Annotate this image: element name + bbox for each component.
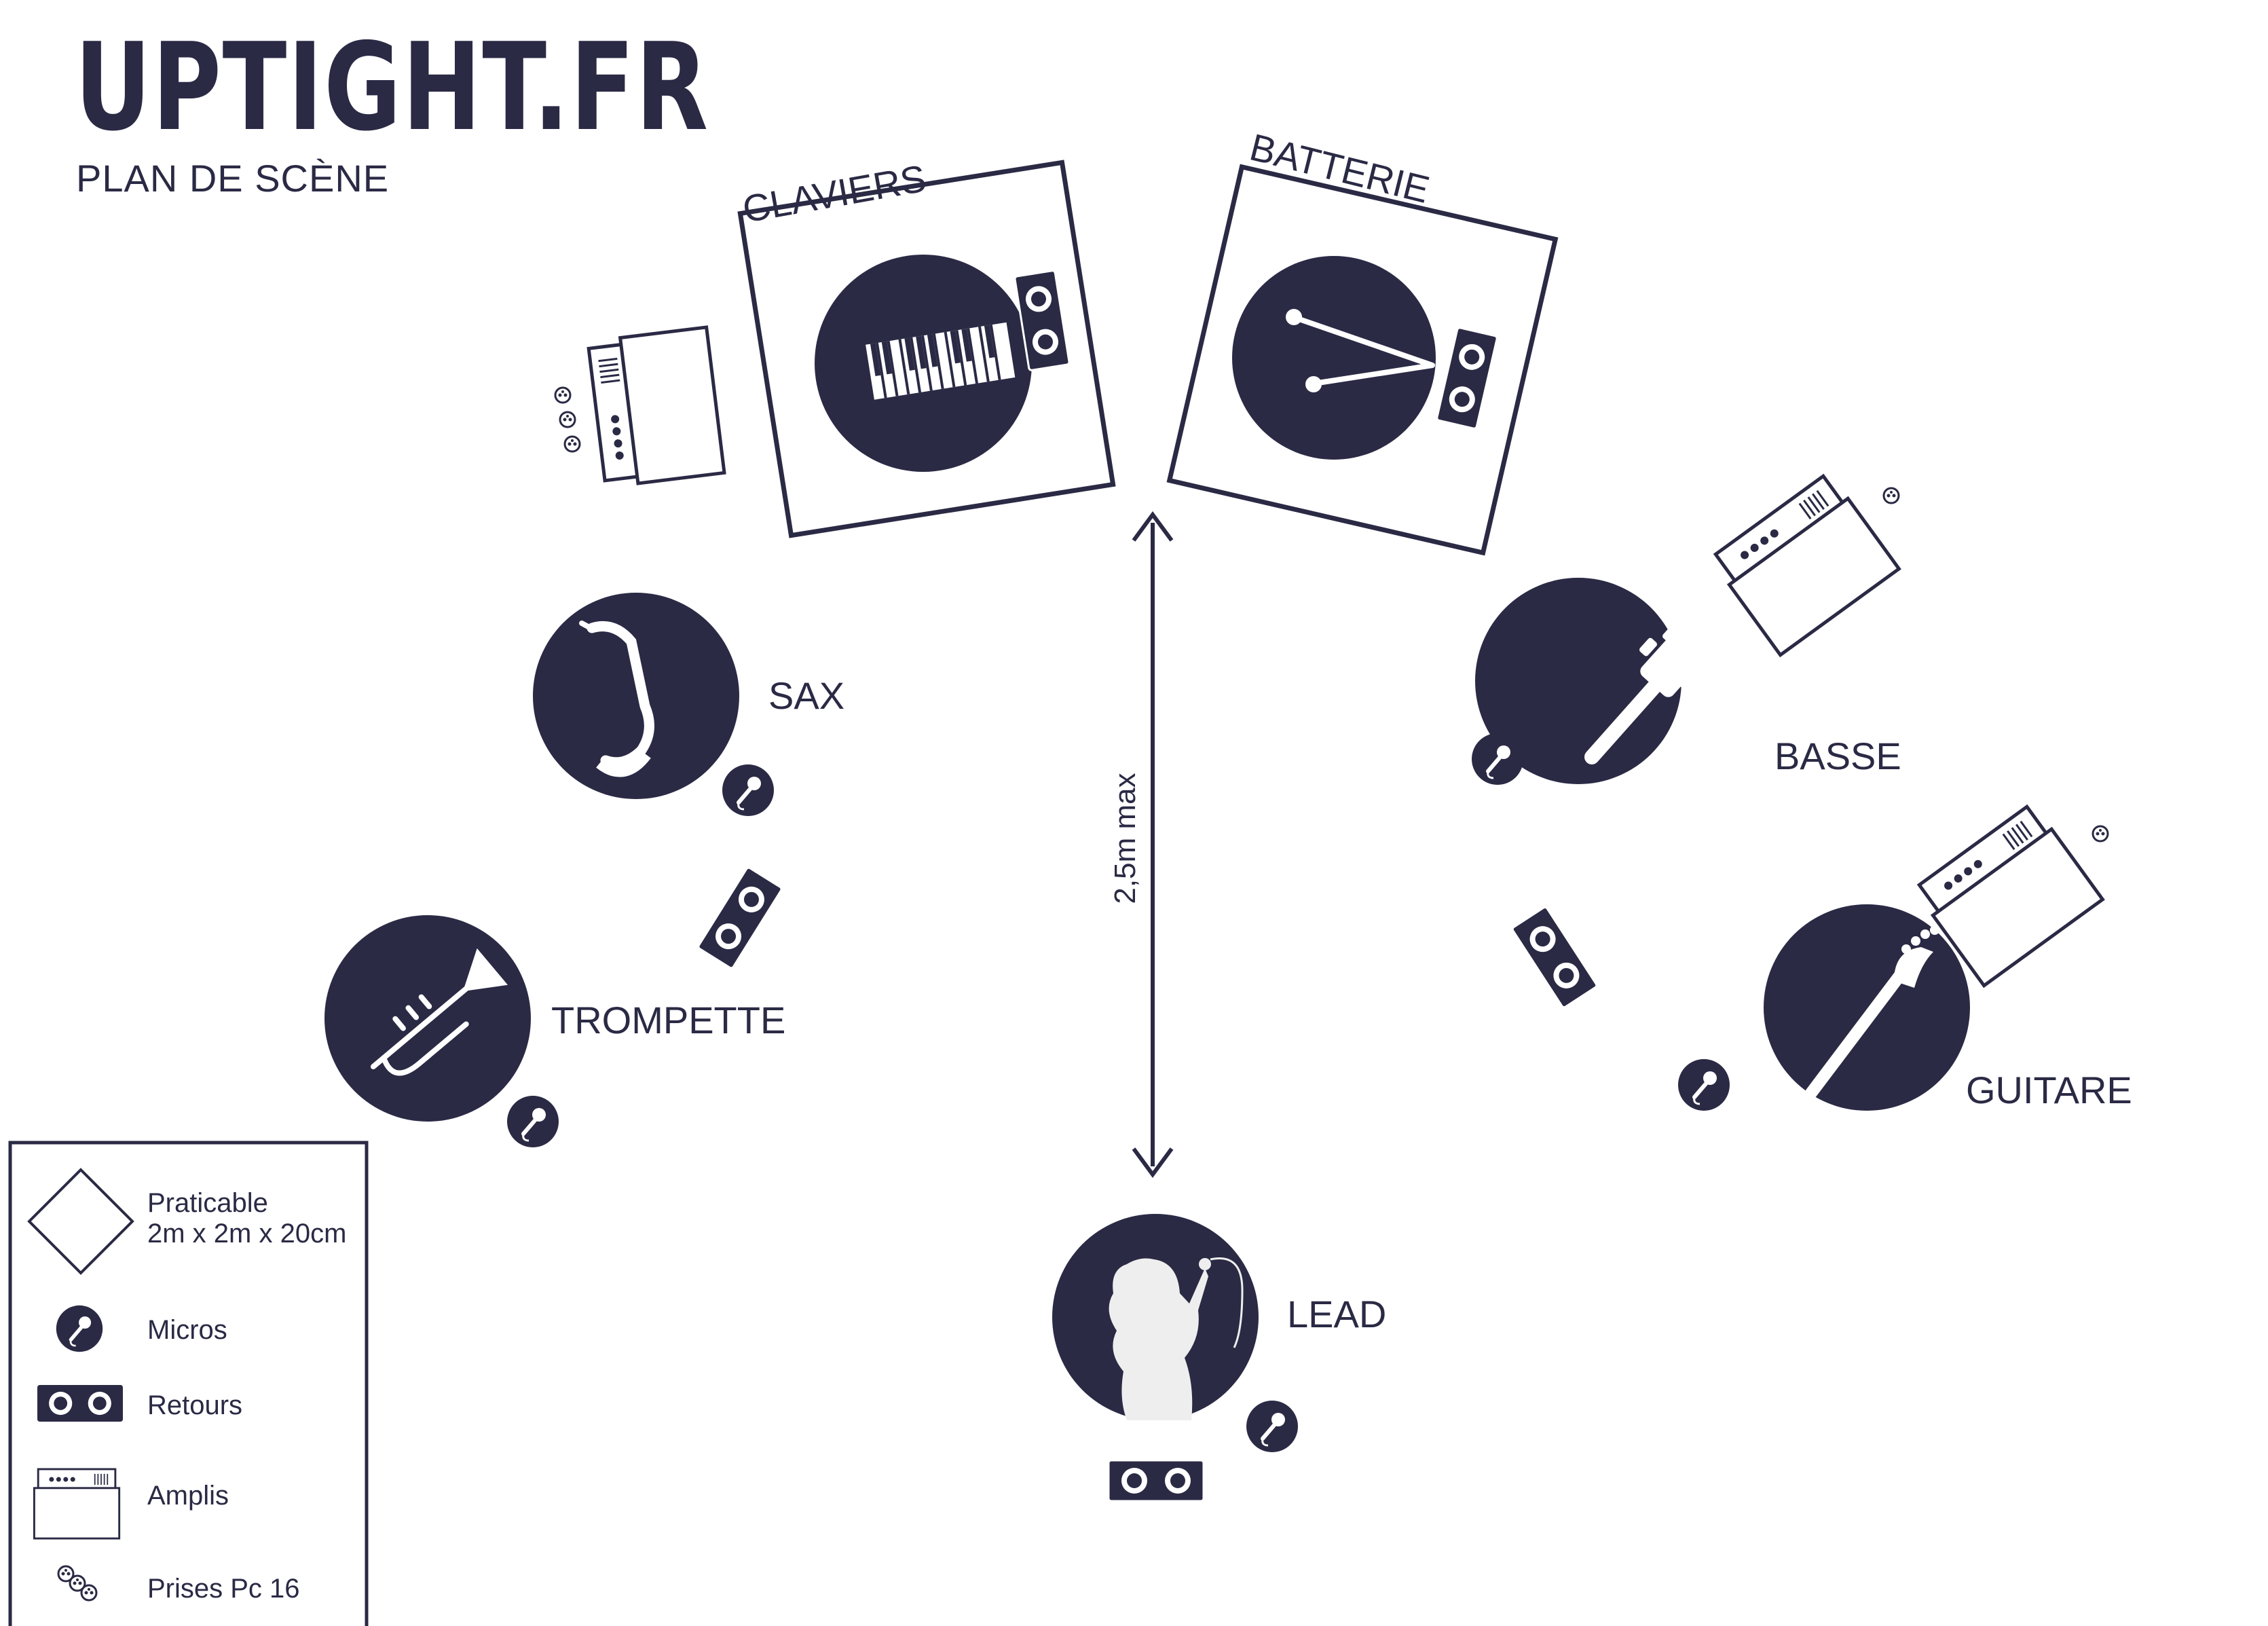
sax-mic-icon (722, 764, 774, 816)
keys-sockets-icon (554, 386, 581, 453)
legend-riser-size: 2m x 2m x 20cm (147, 1219, 346, 1249)
keyboard-icon (815, 255, 1032, 472)
lead-label: LEAD (1287, 1293, 1386, 1335)
guitar-label: GUITARE (1966, 1069, 2132, 1111)
lead-mic-icon (1246, 1401, 1298, 1452)
sax-icon (533, 593, 739, 799)
legend-socket-label: Prises Pc 16 (147, 1574, 300, 1604)
guitar-monitor-icon (1511, 906, 1598, 1009)
legend-amp-icon (33, 1468, 121, 1540)
guitar-icon (1764, 904, 1970, 1111)
legend-riser-icon (27, 1168, 134, 1275)
distance-arrow (1132, 511, 1174, 1179)
bass-mic-icon (1472, 733, 1523, 785)
guitar-mic-icon (1678, 1059, 1730, 1111)
drums-monitor-icon (1436, 327, 1498, 430)
sax-label: SAX (768, 674, 844, 717)
trumpet-label: TROMPETTE (551, 999, 785, 1041)
legend: Praticable 2m x 2m x 20cm Micros Retours… (8, 1141, 369, 1626)
keys-amp-icon (588, 327, 724, 487)
band-title: UPTIGHT.FR (75, 17, 709, 158)
legend-monitor-label: Retours (147, 1390, 242, 1420)
bass-icon (1475, 578, 1718, 784)
drums-icon (1232, 256, 1436, 460)
guitar-socket-icon (2092, 825, 2109, 843)
distance-label: 2,5m max (1109, 773, 1142, 904)
lead-monitor-icon (1107, 1459, 1205, 1502)
sax-monitor-icon (697, 866, 783, 969)
lead-singer-icon (1052, 1214, 1259, 1420)
bass-amp-icon (1710, 472, 1899, 654)
trumpet-icon (324, 915, 531, 1122)
trumpet-mic-icon (507, 1096, 559, 1147)
page-subtitle: PLAN DE SCÈNE (76, 157, 390, 200)
bass-label: BASSE (1774, 735, 1901, 777)
bass-socket-icon (1882, 487, 1900, 504)
legend-riser-label: Praticable (147, 1188, 268, 1218)
legend-mic-label: Micros (147, 1315, 227, 1345)
legend-amp-label: Amplis (147, 1481, 229, 1511)
legend-monitor-icon (37, 1385, 123, 1422)
legend-mic-icon (56, 1306, 103, 1352)
keys-monitor-icon (1014, 270, 1071, 371)
